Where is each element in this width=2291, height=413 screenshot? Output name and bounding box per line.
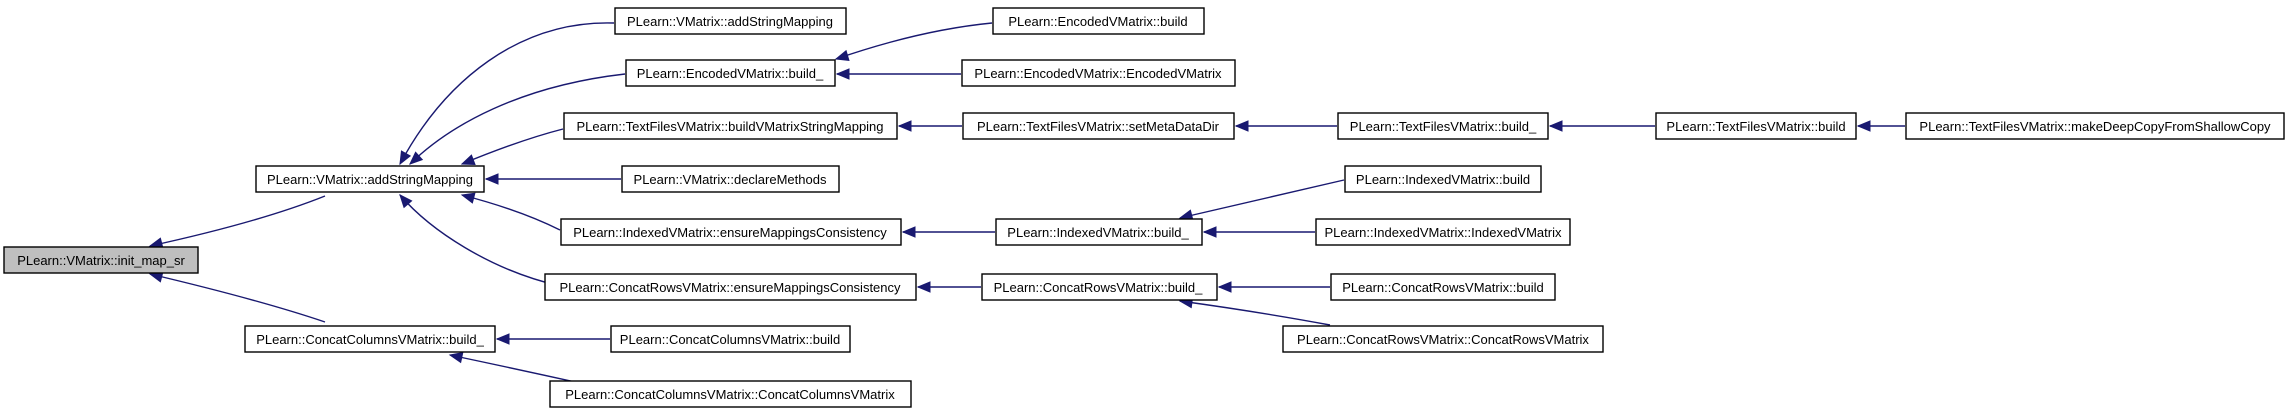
node-concatrows-build-underscore[interactable]: PLearn::ConcatRowsVMatrix::build_ bbox=[981, 273, 1218, 301]
node-textfiles-build[interactable]: PLearn::TextFilesVMatrix::build bbox=[1655, 112, 1857, 140]
node-indexed-ensuremappingsconsistency[interactable]: PLearn::IndexedVMatrix::ensureMappingsCo… bbox=[560, 218, 902, 246]
edge-line bbox=[1179, 300, 1331, 326]
node-label: PLearn::EncodedVMatrix::build bbox=[1008, 14, 1187, 29]
node-label: PLearn::EncodedVMatrix::EncodedVMatrix bbox=[974, 66, 1222, 81]
edge-arrowhead bbox=[1856, 120, 1871, 132]
node-concatcolumns-build-underscore[interactable]: PLearn::ConcatColumnsVMatrix::build_ bbox=[244, 325, 496, 353]
edge-crbuild-to-cr_ bbox=[1217, 281, 1330, 293]
edge-line bbox=[399, 194, 561, 287]
edge-encoded-to-addstring bbox=[409, 73, 626, 165]
edge-indexed-to-addstring bbox=[460, 192, 561, 231]
edge-arrowhead bbox=[897, 120, 912, 132]
node-indexed-build[interactable]: PLearn::IndexedVMatrix::build bbox=[1344, 165, 1542, 193]
node-encoded-constructor[interactable]: PLearn::EncodedVMatrix::EncodedVMatrix bbox=[961, 59, 1236, 87]
edge-arrowhead bbox=[399, 150, 412, 166]
edge-ccbuild-to-ccbuild_ bbox=[495, 333, 610, 345]
node-vmatrix-addstringmapping-override[interactable]: PLearn::VMatrix::addStringMapping bbox=[614, 7, 847, 35]
edge-idxbuild-to-idx_ bbox=[1178, 179, 1345, 221]
node-textfiles-makedeepcopyfromshallowcopy[interactable]: PLearn::TextFilesVMatrix::makeDeepCopyFr… bbox=[1905, 112, 2285, 140]
node-indexed-build-underscore[interactable]: PLearn::IndexedVMatrix::build_ bbox=[995, 218, 1203, 246]
edge-arrowhead bbox=[484, 173, 499, 185]
node-vmatrix-declaremethods[interactable]: PLearn::VMatrix::declareMethods bbox=[621, 165, 840, 193]
edge-line bbox=[461, 194, 561, 231]
node-concatrows-build[interactable]: PLearn::ConcatRowsVMatrix::build bbox=[1330, 273, 1556, 301]
edge-idx_-to-idxensure bbox=[901, 226, 995, 238]
node-vmatrix-addstringmapping-main[interactable]: PLearn::VMatrix::addStringMapping bbox=[255, 165, 485, 193]
node-label: PLearn::ConcatRowsVMatrix::ensureMapping… bbox=[559, 280, 901, 295]
edge-idxctor-to-idx_ bbox=[1202, 226, 1315, 238]
node-label: PLearn::ConcatColumnsVMatrix::build bbox=[620, 332, 840, 347]
edge-arrowhead bbox=[399, 194, 413, 209]
edge-textfiles-to-addstring bbox=[460, 128, 564, 165]
node-label: PLearn::TextFilesVMatrix::makeDeepCopyFr… bbox=[1919, 119, 2271, 134]
edge-concatcolumns-to-init bbox=[148, 271, 326, 323]
node-encoded-build[interactable]: PLearn::EncodedVMatrix::build bbox=[992, 7, 1205, 35]
node-textfiles-buildvmatrixstringmapping[interactable]: PLearn::TextFilesVMatrix::buildVMatrixSt… bbox=[563, 112, 898, 140]
node-label: PLearn::ConcatColumnsVMatrix::ConcatColu… bbox=[565, 387, 895, 402]
edge-line bbox=[149, 195, 326, 247]
edge-arrowhead bbox=[1202, 226, 1217, 238]
node-indexed-constructor[interactable]: PLearn::IndexedVMatrix::IndexedVMatrix bbox=[1315, 218, 1571, 246]
node-label: PLearn::TextFilesVMatrix::build bbox=[1666, 119, 1845, 134]
edge-tfbuild-to-tf_ bbox=[1548, 120, 1655, 132]
edge-declare-to-addstring bbox=[484, 173, 621, 185]
node-textfiles-setmetadatadir[interactable]: PLearn::TextFilesVMatrix::setMetaDataDir bbox=[962, 112, 1235, 140]
node-label: PLearn::ConcatRowsVMatrix::ConcatRowsVMa… bbox=[1297, 332, 1589, 347]
edge-cr_-to-crensure bbox=[916, 281, 981, 293]
edge-deepcopy-to-tfbuild bbox=[1856, 120, 1905, 132]
edge-concatrows-to-addstring bbox=[399, 194, 561, 287]
edge-arrowhead bbox=[460, 154, 476, 165]
edge-arrowhead bbox=[916, 281, 931, 293]
edge-arrowhead bbox=[409, 151, 424, 165]
edge-tf_-to-setmeta bbox=[1234, 120, 1337, 132]
node-concatcolumns-build[interactable]: PLearn::ConcatColumnsVMatrix::build bbox=[610, 325, 851, 353]
edge-line bbox=[461, 128, 564, 165]
node-label: PLearn::ConcatColumnsVMatrix::build_ bbox=[256, 332, 484, 347]
node-concatrows-ensuremappingsconsistency[interactable]: PLearn::ConcatRowsVMatrix::ensureMapping… bbox=[544, 273, 917, 301]
edge-setmeta-to-tfbuildvmsm bbox=[897, 120, 962, 132]
edge-arrowhead bbox=[835, 68, 850, 80]
node-textfiles-build-underscore[interactable]: PLearn::TextFilesVMatrix::build_ bbox=[1337, 112, 1549, 140]
edge-arrowhead bbox=[1234, 120, 1249, 132]
node-label: PLearn::TextFilesVMatrix::setMetaDataDir bbox=[977, 119, 1220, 134]
node-label: PLearn::VMatrix::init_map_sr bbox=[17, 253, 185, 268]
edge-line bbox=[399, 22, 615, 165]
node-label: PLearn::TextFilesVMatrix::buildVMatrixSt… bbox=[576, 119, 883, 134]
node-label: PLearn::ConcatRowsVMatrix::build_ bbox=[994, 280, 1204, 295]
edge-arrowhead bbox=[448, 351, 464, 364]
edge-line bbox=[835, 22, 993, 60]
edge-encctor-to-enc_ bbox=[835, 68, 961, 80]
node-label: PLearn::EncodedVMatrix::build_ bbox=[637, 66, 824, 81]
edge-arrowhead bbox=[495, 333, 510, 345]
edge-arrowhead bbox=[1217, 281, 1232, 293]
edge-encbuild-to-enc_ bbox=[834, 22, 993, 61]
edge-vmaddstring-to-addstring bbox=[399, 22, 615, 166]
node-label: PLearn::ConcatRowsVMatrix::build bbox=[1342, 280, 1544, 295]
edge-addstringmapping-to-init bbox=[148, 195, 326, 249]
node-label: PLearn::VMatrix::declareMethods bbox=[634, 172, 827, 187]
node-label: PLearn::IndexedVMatrix::IndexedVMatrix bbox=[1324, 225, 1562, 240]
node-label: PLearn::VMatrix::addStringMapping bbox=[627, 14, 833, 29]
node-init-map-sr[interactable]: PLearn::VMatrix::init_map_sr bbox=[3, 246, 199, 274]
node-concatrows-constructor[interactable]: PLearn::ConcatRowsVMatrix::ConcatRowsVMa… bbox=[1282, 325, 1604, 353]
edge-arrowhead bbox=[901, 226, 916, 238]
node-label: PLearn::IndexedVMatrix::build_ bbox=[1007, 225, 1189, 240]
node-label: PLearn::IndexedVMatrix::build bbox=[1356, 172, 1530, 187]
node-label: PLearn::TextFilesVMatrix::build_ bbox=[1350, 119, 1537, 134]
edge-line bbox=[1179, 179, 1345, 219]
node-label: PLearn::VMatrix::addStringMapping bbox=[267, 172, 473, 187]
edge-crctor-to-cr_ bbox=[1178, 296, 1331, 326]
edge-arrowhead bbox=[460, 192, 476, 204]
edge-arrowhead bbox=[834, 49, 850, 61]
node-concatcolumns-constructor[interactable]: PLearn::ConcatColumnsVMatrix::ConcatColu… bbox=[549, 380, 912, 408]
node-label: PLearn::IndexedVMatrix::ensureMappingsCo… bbox=[573, 225, 887, 240]
edge-arrowhead bbox=[1548, 120, 1563, 132]
edge-line bbox=[409, 73, 626, 165]
edge-line bbox=[149, 273, 326, 323]
node-encoded-build-underscore[interactable]: PLearn::EncodedVMatrix::build_ bbox=[625, 59, 836, 87]
